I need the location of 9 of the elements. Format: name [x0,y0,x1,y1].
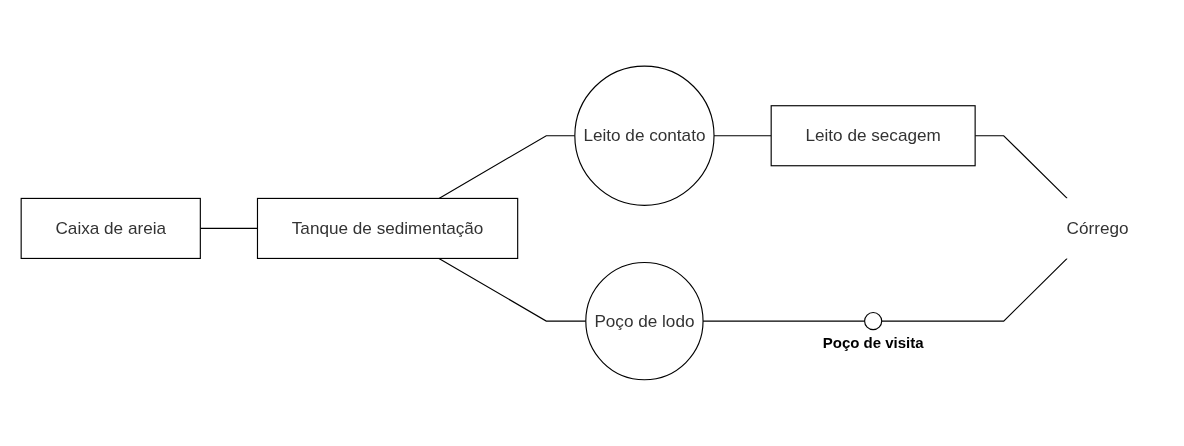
node-circle [864,312,883,331]
node-box: Caixa de areia [20,197,201,260]
node-box: Leito de secagem [770,105,976,167]
node-caption: Poço de visita [821,333,925,351]
connector [881,257,1068,322]
node-box: Tanque de sedimentação [256,197,519,260]
node-circle: Poço de lodo [585,261,704,381]
node-text: Córrego [1066,217,1129,238]
node-circle: Leito de contato [574,65,715,206]
